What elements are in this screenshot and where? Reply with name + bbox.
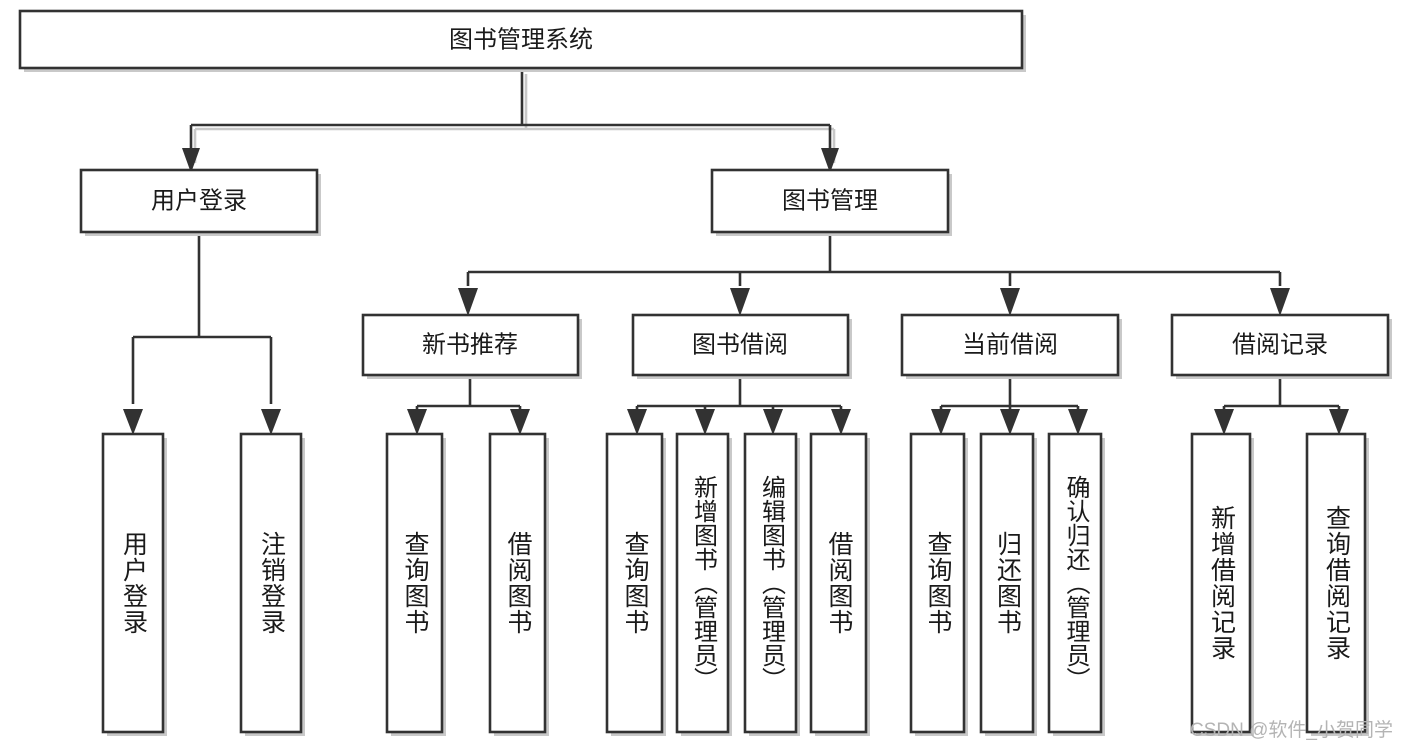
node-leaf-add-book[interactable] bbox=[675, 432, 730, 734]
node-leaf-user-login[interactable] bbox=[101, 432, 165, 734]
root-branch-shadow bbox=[193, 74, 836, 163]
node-book-borrow[interactable]: 图书借阅 bbox=[631, 313, 850, 377]
node-leaf-query-book-2[interactable] bbox=[605, 432, 664, 734]
node-book-manage[interactable]: 图书管理 bbox=[710, 168, 950, 234]
node-borrow-record-label: 借阅记录 bbox=[1232, 331, 1328, 358]
arrow-to-leaf-borrow-book-2 bbox=[831, 409, 851, 435]
node-leaf-add-record[interactable] bbox=[1190, 432, 1252, 734]
node-leaf-borrow-book-2[interactable] bbox=[809, 432, 868, 734]
arrow-to-current-borrow bbox=[1000, 288, 1020, 316]
node-current-borrow-label: 当前借阅 bbox=[962, 331, 1058, 358]
arrow-to-leaf-user-login bbox=[123, 409, 143, 435]
node-book-borrow-label: 图书借阅 bbox=[692, 331, 788, 358]
node-new-book-recommend[interactable]: 新书推荐 bbox=[361, 313, 580, 377]
arrow-to-book-borrow bbox=[730, 288, 750, 316]
node-new-book-recommend-label: 新书推荐 bbox=[422, 331, 518, 358]
arrow-to-leaf-query-book-1 bbox=[407, 409, 427, 435]
arrow-to-leaf-confirm-return bbox=[1068, 409, 1088, 435]
root-branch-bus bbox=[189, 68, 832, 158]
node-book-manage-label: 图书管理 bbox=[782, 187, 878, 214]
arrow-to-borrow-record bbox=[1270, 288, 1290, 316]
book-borrow-branch-bus bbox=[635, 375, 843, 412]
arrow-to-leaf-edit-book bbox=[763, 409, 783, 435]
node-leaf-query-record[interactable] bbox=[1305, 432, 1367, 734]
arrow-to-leaf-logout-login bbox=[261, 409, 281, 435]
arrow-to-leaf-query-book-2 bbox=[627, 409, 647, 435]
node-user-login[interactable]: 用户登录 bbox=[79, 168, 319, 234]
new-book-branch-bus bbox=[415, 375, 522, 412]
arrow-to-leaf-return-book bbox=[1000, 409, 1020, 435]
current-borrow-branch-bus bbox=[939, 375, 1080, 412]
borrow-record-branch-bus bbox=[1222, 375, 1341, 412]
arrow-to-leaf-query-book-3 bbox=[931, 409, 951, 435]
arrow-to-user-login bbox=[182, 148, 200, 173]
arrow-to-leaf-borrow-book-1 bbox=[510, 409, 530, 435]
node-leaf-logout-login[interactable] bbox=[239, 432, 303, 734]
node-user-login-label: 用户登录 bbox=[151, 187, 247, 214]
user-login-branch-bus bbox=[131, 232, 273, 404]
book-manage-branch-bus bbox=[466, 232, 1282, 286]
node-leaf-query-book-1[interactable] bbox=[385, 432, 444, 734]
node-root-label: 图书管理系统 bbox=[449, 26, 593, 53]
node-leaf-return-book[interactable] bbox=[979, 432, 1035, 734]
node-leaf-borrow-book-1[interactable] bbox=[488, 432, 547, 734]
node-borrow-record[interactable]: 借阅记录 bbox=[1170, 313, 1390, 377]
leaf-box-layer bbox=[101, 432, 1367, 734]
node-current-borrow[interactable]: 当前借阅 bbox=[900, 313, 1120, 377]
arrow-to-leaf-query-record bbox=[1329, 409, 1349, 435]
arrow-to-new-book-recommend bbox=[458, 288, 478, 316]
arrow-to-leaf-add-record bbox=[1214, 409, 1234, 435]
node-leaf-confirm-return[interactable] bbox=[1047, 432, 1103, 734]
arrow-to-leaf-add-book bbox=[695, 409, 715, 435]
node-root[interactable]: 图书管理系统 bbox=[18, 9, 1024, 70]
node-leaf-query-book-3[interactable] bbox=[909, 432, 966, 734]
connector-layer bbox=[123, 68, 1349, 435]
arrow-to-book-manage bbox=[821, 148, 839, 173]
node-leaf-edit-book[interactable] bbox=[743, 432, 798, 734]
